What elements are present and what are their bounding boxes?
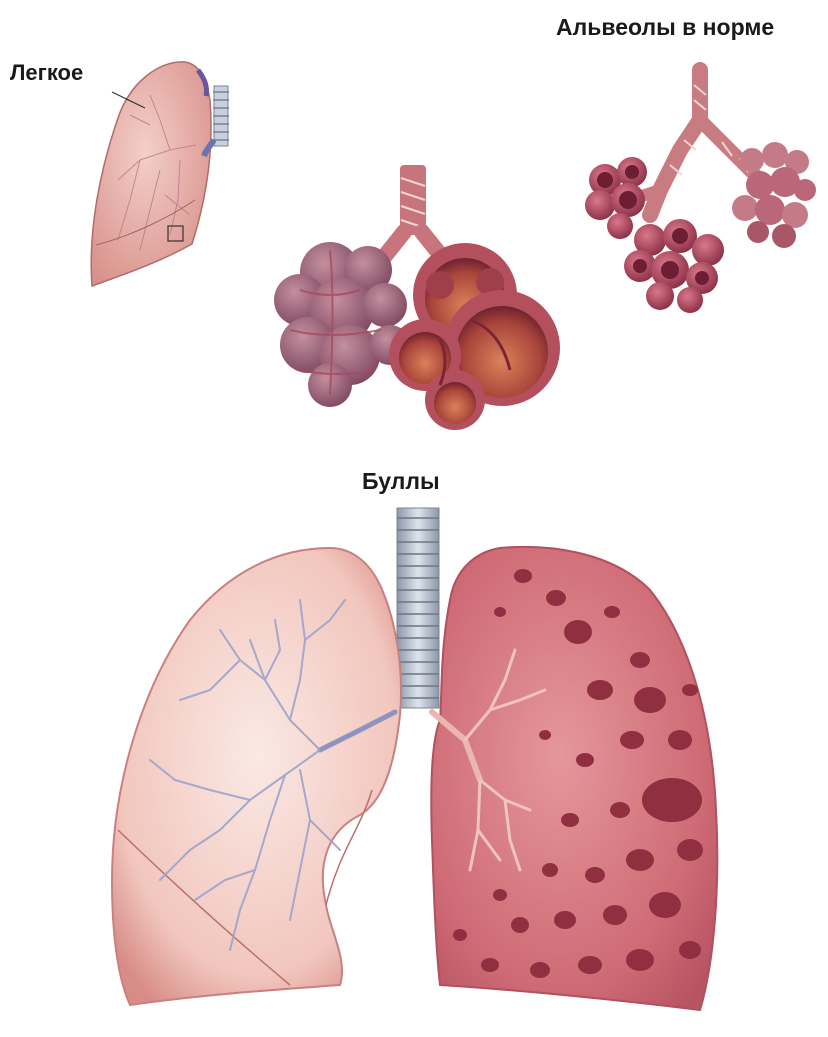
lungs-with-bullae-illustration xyxy=(112,508,717,1010)
diseased-lung xyxy=(431,547,717,1010)
trachea xyxy=(397,508,439,708)
lung-label: Легкое xyxy=(10,60,83,86)
small-lung-illustration xyxy=(91,62,229,286)
bullae-label: Буллы xyxy=(362,468,440,495)
normal-alveoli-label: Альвеолы в норме xyxy=(556,14,774,41)
normal-alveoli-illustration xyxy=(585,70,816,313)
healthy-lung xyxy=(112,548,401,1005)
emphysema-alveoli-illustration xyxy=(274,165,560,430)
